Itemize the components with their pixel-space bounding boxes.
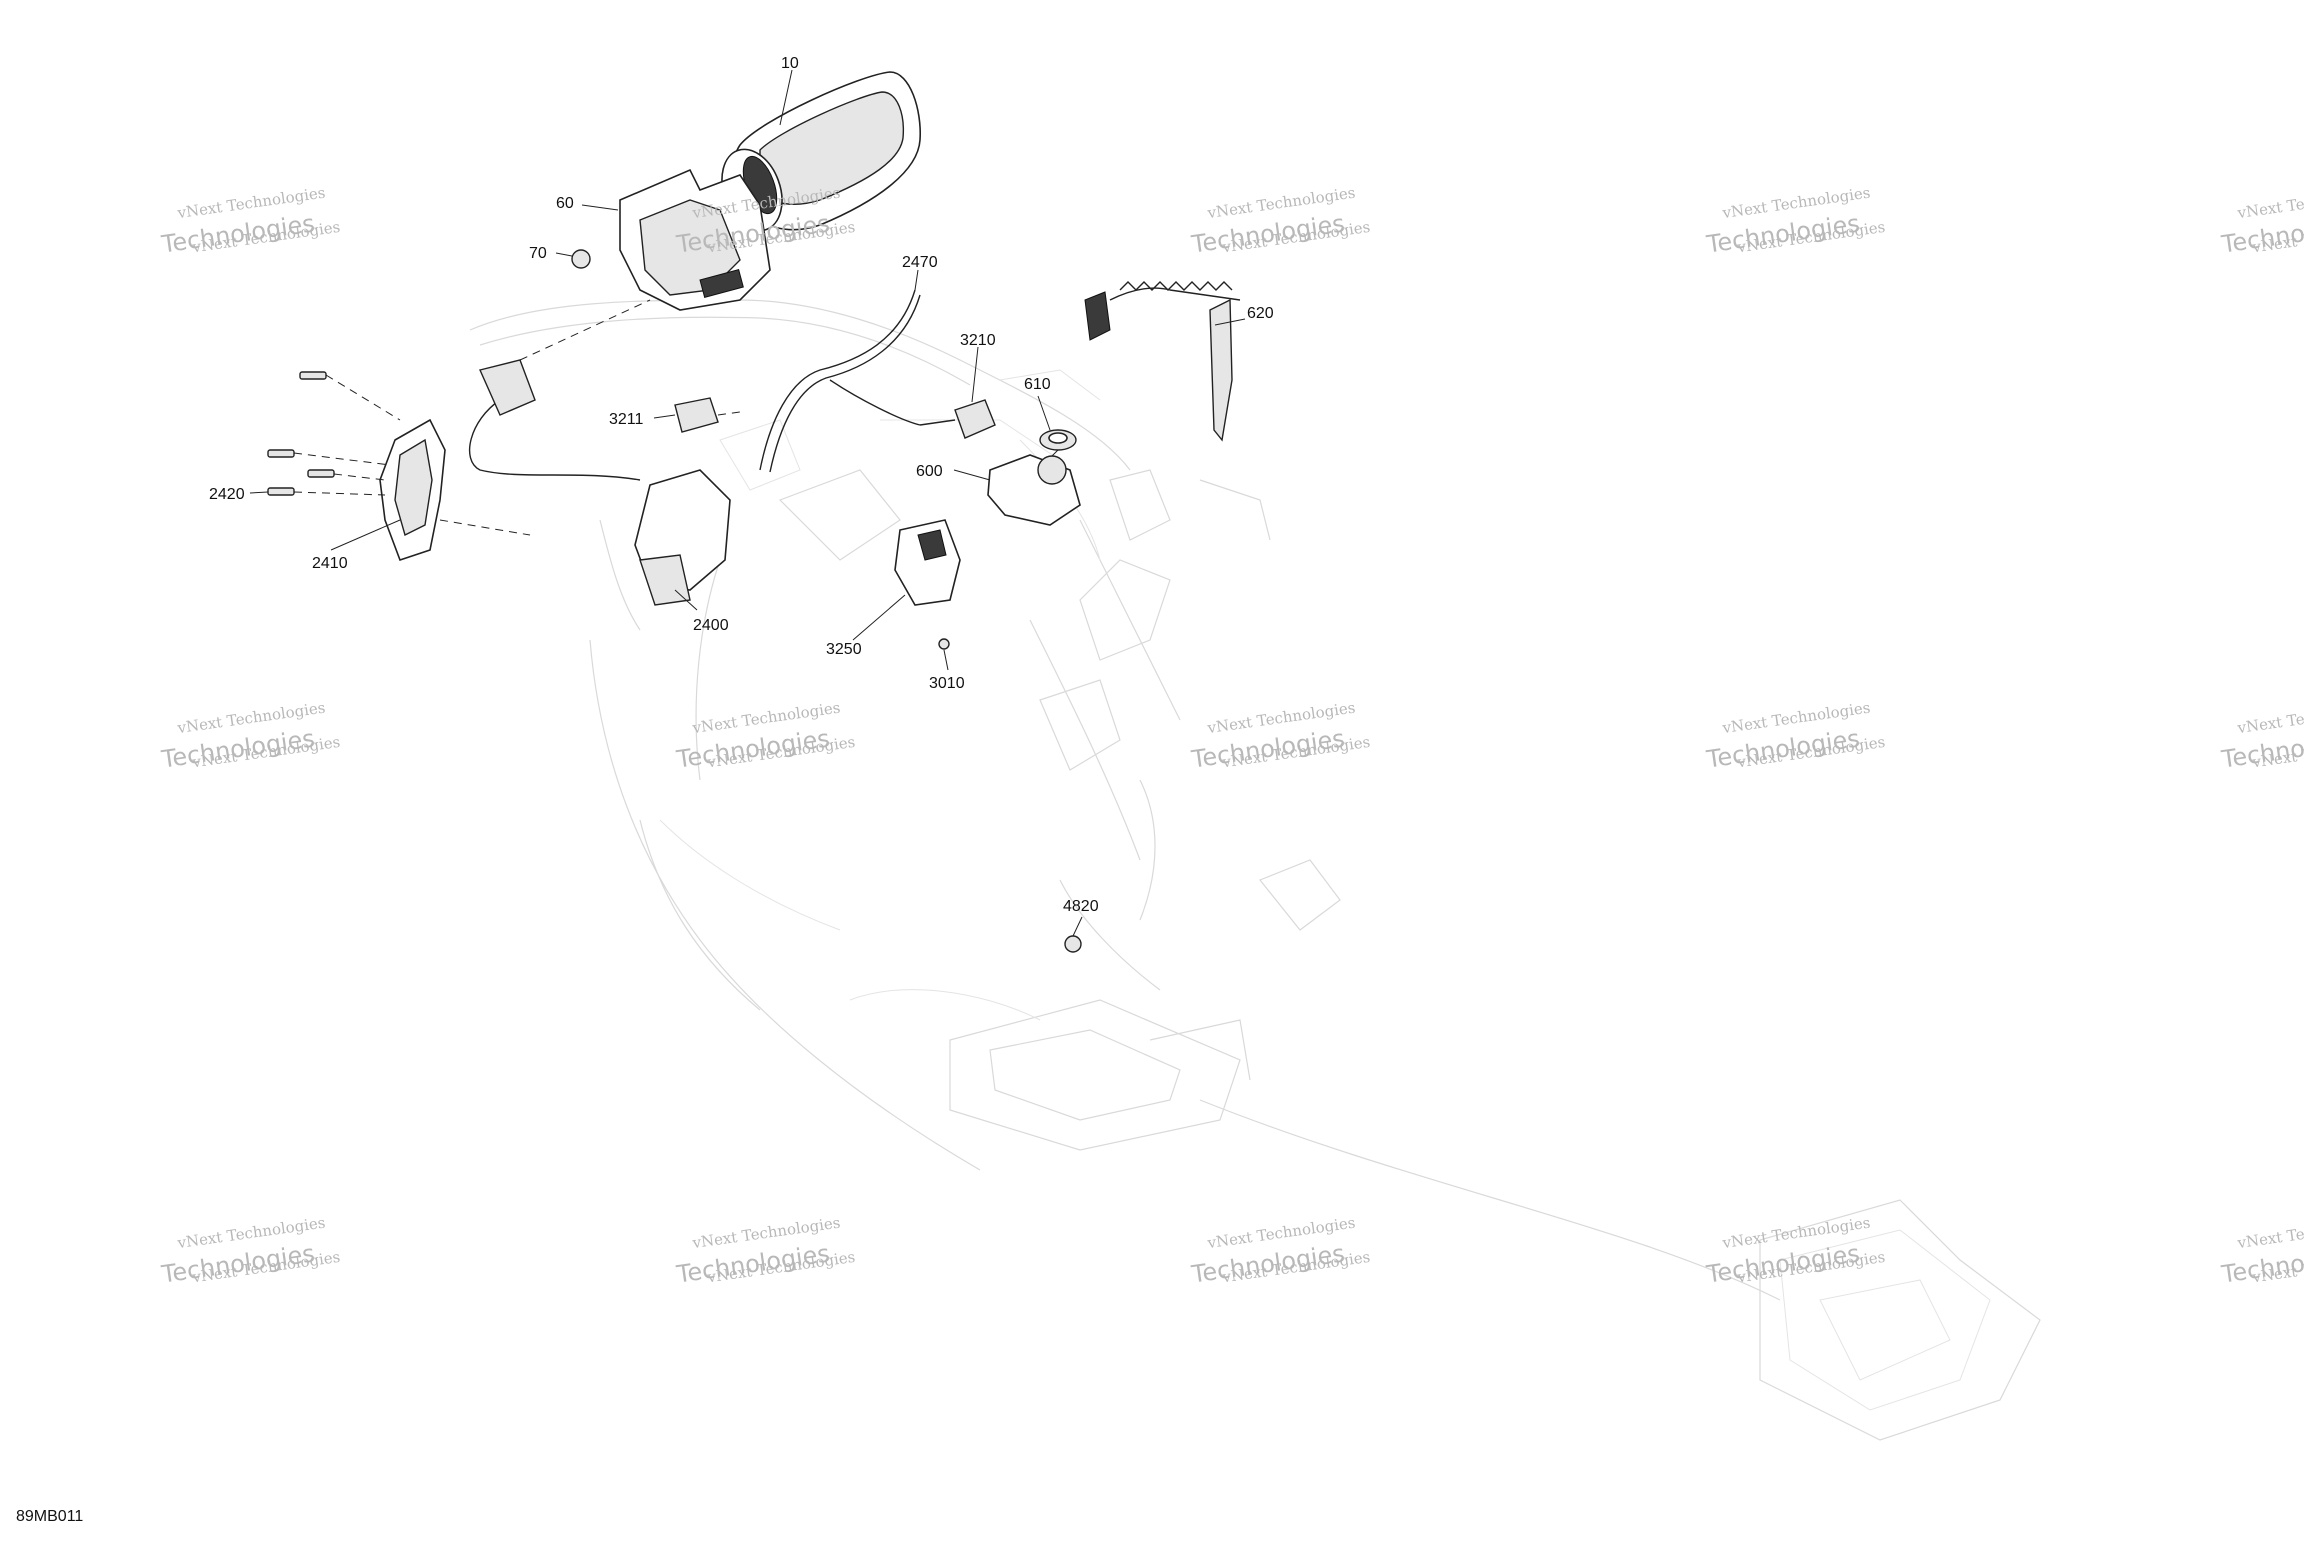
part-3010-screw — [938, 638, 950, 650]
part-2400-switch — [469, 359, 731, 606]
watermark: vNext Technologies Technologies vNext Te… — [159, 1214, 341, 1289]
watermark: vNext Technologies Technologies vNext Te… — [1189, 184, 1371, 259]
callout-70: 70 — [529, 245, 547, 262]
watermark: vNext Technologies Technologies vNext Te… — [159, 699, 341, 774]
part-2420-screws — [267, 371, 335, 496]
callout-600: 600 — [916, 463, 943, 480]
watermark: vNext Technologies Technologies vNext Te… — [1704, 184, 1886, 259]
callout-3211: 3211 — [609, 411, 644, 428]
watermark: vNext Technologies Technologies vNext Te… — [674, 1214, 856, 1289]
callout-2470: 2470 — [902, 254, 938, 271]
watermark: vNext Technologies Technologies vNext Te… — [1189, 1214, 1371, 1289]
callout-60: 60 — [556, 195, 574, 212]
watermark: vNext Technologies Technologies vNext Te… — [2219, 1214, 2304, 1289]
callout-10: 10 — [781, 55, 799, 72]
part-2410-cover — [379, 418, 446, 562]
part-70-nut — [571, 249, 591, 269]
svg-text:vNext Technologies: vNext Technologies — [2235, 1214, 2304, 1253]
watermark: vNext Technologies Technologies vNext Te… — [2219, 184, 2304, 259]
leader-lines — [249, 69, 1246, 937]
watermark: vNext Technologies Technologies vNext Te… — [2219, 699, 2304, 774]
diagram-code: 89MB011 — [16, 1508, 84, 1525]
callout-610: 610 — [1024, 376, 1051, 393]
watermark: vNext Technologies Technologies vNext Te… — [1704, 1214, 1886, 1289]
watermark: vNext Technologies Technologies vNext Te… — [1189, 699, 1371, 774]
part-60-bracket — [619, 168, 771, 311]
part-610-cap — [1039, 429, 1077, 451]
part-3211-connector — [674, 397, 719, 433]
callout-4820: 4820 — [1063, 898, 1099, 915]
callout-620: 620 — [1247, 305, 1274, 322]
callouts: 10 60 70 2470 3210 620 610 3211 600 2420… — [209, 55, 1274, 915]
callout-3010: 3010 — [929, 675, 965, 692]
callout-3210: 3210 — [960, 332, 996, 349]
part-4820-nut — [1064, 935, 1082, 953]
svg-text:vNext Technologies: vNext Technologies — [2235, 699, 2304, 738]
watermark: vNext Technologies Technologies vNext Te… — [674, 699, 856, 774]
callout-2400: 2400 — [693, 617, 729, 634]
callout-3250: 3250 — [826, 641, 862, 658]
part-620-lanyard — [1084, 281, 1241, 442]
part-2470-harness — [759, 289, 921, 473]
ghost-frame — [469, 299, 2041, 1441]
part-3250-module — [894, 519, 961, 606]
watermark: vNext Technologies Technologies vNext Te… — [1704, 699, 1886, 774]
callout-2420: 2420 — [209, 486, 245, 503]
watermark: vNext Technologies Technologies vNext Te… — [159, 184, 341, 259]
callout-2410: 2410 — [312, 555, 348, 572]
part-3210-connector — [919, 399, 996, 439]
svg-text:vNext Technologies: vNext Technologies — [2235, 184, 2304, 223]
part-600-switch — [987, 454, 1081, 526]
